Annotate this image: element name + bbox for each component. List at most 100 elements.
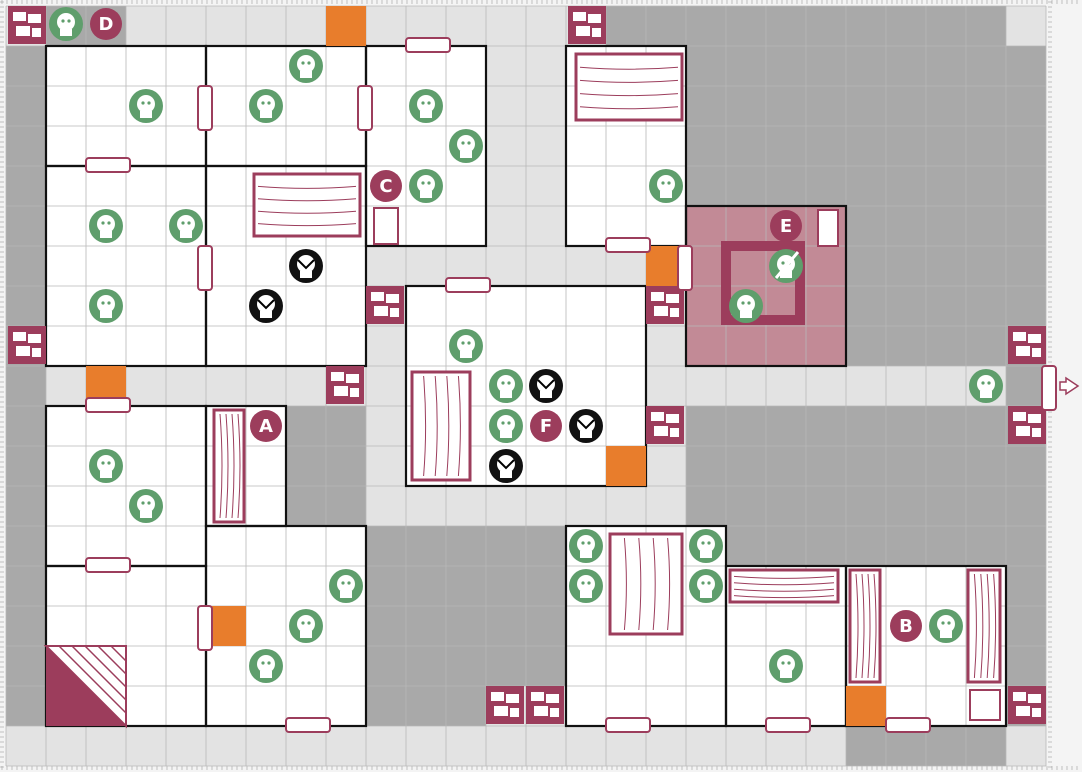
eye-icon [101,461,105,465]
chaos-warrior-icon [257,295,275,313]
orc-icon [297,615,315,633]
fimir-token[interactable] [89,209,123,243]
rubble-stone [494,706,508,716]
door-icon[interactable] [357,85,373,131]
room-marker-label: A [259,416,273,437]
orc-icon [177,215,195,233]
door-icon[interactable] [765,717,811,733]
fimir-token[interactable] [89,289,123,323]
skeleton-icon [697,535,715,553]
room-marker-label: D [99,14,114,35]
eye-icon [707,541,711,545]
door-icon[interactable] [85,397,131,413]
door-icon[interactable] [885,717,931,733]
skeleton-token[interactable] [689,529,723,563]
room-marker-f: F [530,410,562,442]
skeleton-token[interactable] [569,569,603,603]
solid-rock [1006,46,1046,726]
orc-icon-body [340,591,352,598]
orc-token[interactable] [129,489,163,523]
chaos-warrior-icon-body [300,271,312,278]
chaos-warrior-icon-body [500,471,512,478]
orc-icon [297,55,315,73]
fimir-icon-body [100,311,112,318]
eye-icon [147,501,151,505]
fimir-token[interactable] [489,369,523,403]
orc-token[interactable] [449,129,483,163]
rubble-stone [666,414,679,423]
orc-token[interactable] [409,89,443,123]
chaos-warrior-token[interactable] [569,409,603,443]
rubble-stone [1028,694,1041,703]
room-marker-badge [530,410,562,442]
orc-icon-body [180,231,192,238]
rubble-stone [1013,332,1026,341]
weapons-rack [728,568,840,604]
rubble-stone [331,372,344,381]
door-icon[interactable] [197,605,213,651]
eye-icon [267,101,271,105]
orc-token[interactable] [249,649,283,683]
fimir-token[interactable] [969,369,1003,403]
fimir-token[interactable] [929,609,963,643]
fimir-token[interactable] [769,649,803,683]
room-marker-label: E [780,216,792,237]
rubble-icon [568,6,606,44]
chaos-warrior-token[interactable] [289,249,323,283]
room-marker-a: A [250,410,282,442]
wood-grain [231,413,235,519]
wood-grain [579,79,679,83]
eye-icon [147,101,151,105]
fimir-icon-body [780,671,792,678]
goblin-token[interactable] [49,7,83,41]
wood-grain [867,573,871,679]
door-icon[interactable] [605,237,651,253]
chaos-warrior-token[interactable] [529,369,563,403]
door-icon[interactable] [605,717,651,733]
rubble-stone [546,694,559,703]
room-marker-d: D [90,8,122,40]
wood-grain [237,413,241,519]
skeleton-token[interactable] [569,529,603,563]
rubble-stone [670,308,679,317]
wood-grain [257,185,357,189]
fimir-token[interactable] [409,169,443,203]
orc-token[interactable] [289,609,323,643]
fimir-token[interactable] [649,169,683,203]
door-icon[interactable] [197,85,213,131]
helm-icon [297,259,315,270]
door-icon[interactable] [85,157,131,173]
rubble-stone [531,692,544,701]
hero-warrior-token[interactable] [769,249,803,283]
rubble-base [526,686,564,724]
exit-arrow-icon[interactable] [1059,376,1080,396]
orc-token[interactable] [129,89,163,123]
chaos-warrior-token[interactable] [489,449,523,483]
orc-icon-body [420,111,432,118]
orc-token[interactable] [289,49,323,83]
door-icon[interactable] [405,37,451,53]
door-icon[interactable] [85,557,131,573]
fimir-icon [97,295,115,313]
skeleton-token[interactable] [689,569,723,603]
door-icon[interactable] [197,245,213,291]
orc-token[interactable] [329,569,363,603]
orc-token[interactable] [249,89,283,123]
wood-grain [434,375,438,477]
rubble-stone [334,386,348,396]
orc-token[interactable] [169,209,203,243]
rubble-stone [1013,692,1026,701]
rubble-stone [654,306,668,316]
door-icon[interactable] [1041,365,1057,411]
skeleton-token[interactable] [489,409,523,443]
door-icon[interactable] [445,277,491,293]
hero-dwarf-token[interactable] [729,289,763,323]
fimir-token[interactable] [449,329,483,363]
chaos-warrior-token[interactable] [249,289,283,323]
pit-trap-icon [721,241,805,325]
bench [966,568,1002,684]
door-icon[interactable] [677,245,693,291]
rubble-stone [350,388,359,397]
door-icon[interactable] [285,717,331,733]
orc-token[interactable] [89,449,123,483]
